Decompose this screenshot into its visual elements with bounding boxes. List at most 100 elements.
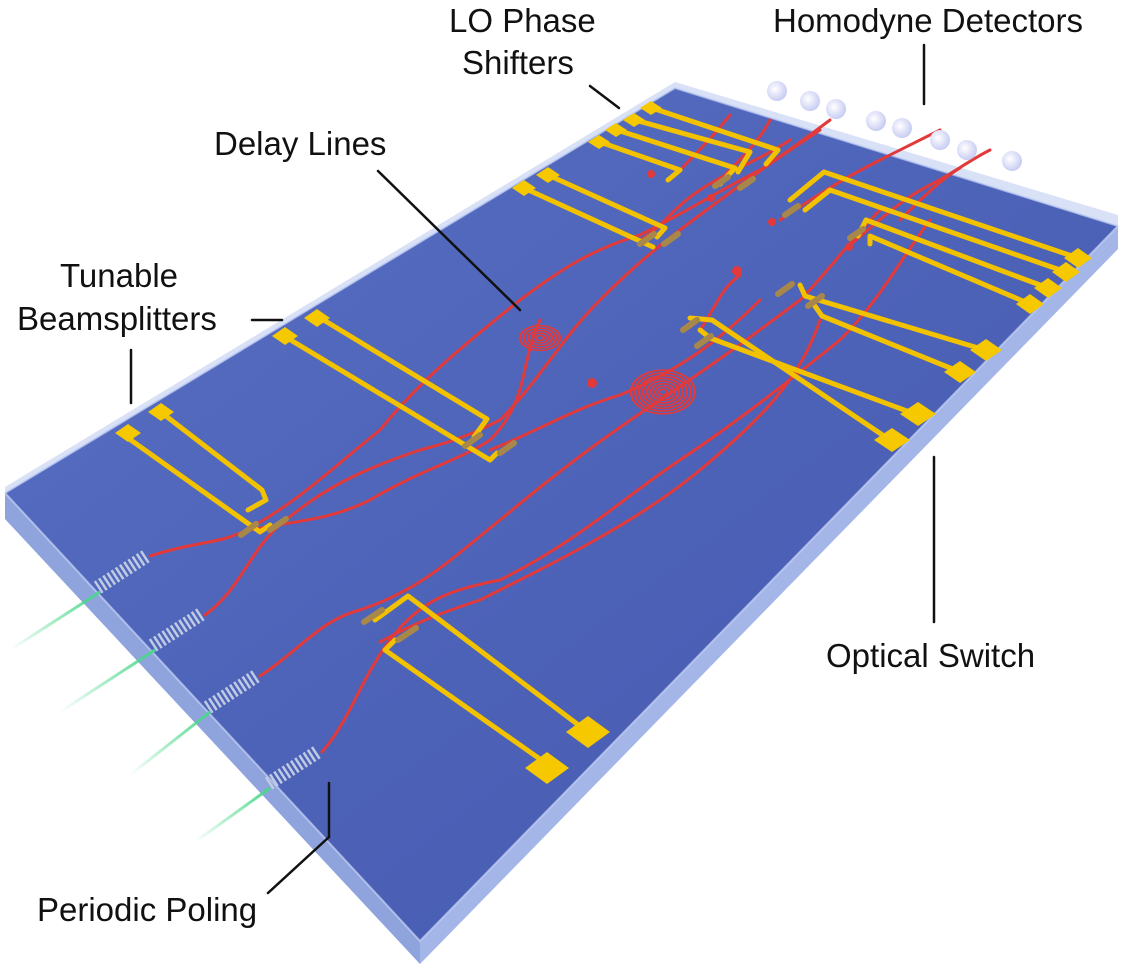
electrode-bs3-b — [545, 172, 668, 240]
pad-r1 — [874, 428, 910, 452]
pad-lo-4 — [640, 101, 662, 115]
electrode-r3 — [797, 282, 988, 353]
heater-3 — [462, 432, 483, 449]
label-delay-lines: Delay Lines — [214, 125, 386, 162]
pad-lo-1 — [588, 135, 610, 149]
label-homodyne-detectors: Homodyne Detectors — [773, 2, 1083, 39]
label-lo-phase-shifters-line1: LO Phase — [449, 2, 596, 39]
electrode-lo-4 — [649, 105, 781, 167]
detector-3 — [826, 99, 846, 119]
grating-3 — [203, 670, 260, 714]
electrode-bs3-a — [521, 185, 656, 250]
delay-line-large — [629, 369, 697, 415]
heater-2 — [267, 516, 289, 533]
heater-16 — [847, 226, 866, 241]
electrode-lo-1 — [597, 139, 683, 183]
pad-bs2-a — [272, 327, 298, 345]
pad-rt2 — [1052, 262, 1080, 282]
detector-8 — [1002, 151, 1022, 171]
pad-bs3-a — [512, 180, 536, 196]
waveguide-9 — [698, 273, 742, 332]
waveguide-7 — [488, 298, 762, 452]
heater-6 — [661, 231, 681, 247]
electrode-lo-3 — [632, 117, 753, 175]
leader-lo-phase-shifters — [588, 84, 621, 110]
electrode-rt1 — [787, 169, 1081, 261]
periodic-poling-gratings — [93, 550, 321, 790]
leader-periodic-poling-b — [266, 835, 331, 895]
chip-front-face — [5, 493, 420, 964]
waveguide-terminations — [587, 170, 853, 388]
termination-1 — [587, 378, 597, 388]
grating-2 — [148, 608, 205, 652]
chip-top-face — [5, 88, 1118, 941]
waveguide-6 — [378, 318, 822, 644]
heater-7 — [361, 607, 385, 625]
electrode-bs2-b — [314, 313, 490, 440]
detector-1 — [767, 81, 787, 101]
heater-13 — [712, 174, 731, 189]
pad-bs2-b — [304, 309, 330, 327]
leader-delay-lines — [376, 169, 522, 312]
fiber-3 — [129, 710, 211, 777]
label-optical-switch: Optical Switch — [826, 637, 1035, 674]
waveguide-10 — [778, 128, 942, 222]
heater-10 — [694, 333, 714, 349]
detector-6 — [930, 130, 950, 150]
detector-4 — [866, 111, 886, 131]
labels: LO Phase Shifters Homodyne Detectors Del… — [17, 2, 1083, 928]
waveguide-3 — [258, 208, 882, 678]
termination-3 — [647, 170, 655, 178]
pad-r3 — [970, 339, 1002, 361]
fiber-1 — [9, 590, 101, 652]
electrode-rt2 — [802, 187, 1069, 275]
fiber-4 — [194, 786, 271, 844]
label-tunable-beamsplitters-line2: Beamsplitters — [17, 300, 217, 337]
electrode-switch-a — [372, 593, 588, 733]
delay-line-small — [518, 324, 562, 352]
pad-rt3 — [1034, 278, 1062, 298]
heater-4 — [497, 440, 517, 456]
termination-4 — [707, 194, 715, 202]
electrode-bs2-a — [281, 333, 500, 463]
pad-rt4 — [1016, 294, 1044, 314]
electrode-rt4 — [867, 233, 1033, 307]
fiber-2 — [59, 648, 156, 714]
electrode-switch-b — [382, 637, 550, 767]
detector-5 — [892, 118, 912, 138]
electrode-pads — [115, 101, 1092, 784]
grating-4 — [264, 746, 321, 790]
pad-lo-3 — [623, 113, 645, 127]
heaters — [238, 174, 866, 643]
pad-bs3-b — [536, 167, 560, 183]
homodyne-detectors — [767, 81, 1022, 171]
heater-14 — [737, 176, 756, 191]
grating-1 — [93, 550, 150, 594]
chip — [4, 82, 1119, 964]
detector-7 — [957, 140, 977, 160]
pad-lo-2 — [605, 123, 627, 137]
electrode-bs1-a — [125, 435, 273, 535]
heater-8 — [395, 625, 419, 643]
pad-r4 — [944, 361, 976, 383]
termination-2 — [732, 266, 742, 276]
termination-6 — [845, 243, 853, 251]
pad-rt1 — [1064, 248, 1092, 268]
label-tunable-beamsplitters-line1: Tunable — [60, 257, 178, 294]
pad-bs1-b — [148, 403, 174, 421]
detector-2 — [800, 91, 820, 111]
heater-12 — [805, 293, 825, 309]
pad-r2 — [900, 402, 936, 426]
pad-switch-a — [566, 716, 610, 748]
electrode-r4 — [809, 299, 963, 375]
leader-lines — [129, 43, 936, 895]
waveguide-5 — [248, 318, 542, 532]
heater-5 — [637, 231, 657, 247]
input-fibers — [9, 590, 271, 844]
pad-switch-b — [525, 752, 569, 784]
electrode-bs1-b — [159, 410, 269, 513]
waveguide-11 — [848, 148, 992, 247]
label-periodic-poling: Periodic Poling — [37, 891, 257, 928]
heater-11 — [775, 281, 795, 297]
